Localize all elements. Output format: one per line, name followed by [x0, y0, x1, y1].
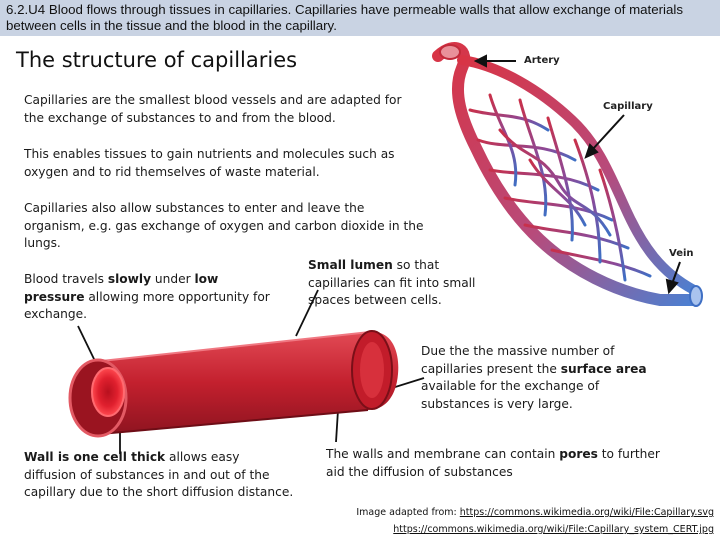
source-link-2[interactable]: https://commons.wikimedia.org/wiki/File:… — [393, 524, 714, 535]
small-lumen-note: Small lumen so that capillaries can fit … — [308, 258, 476, 307]
nutrients-paragraph: This enables tissues to gain nutrients a… — [24, 147, 395, 179]
source-link-1[interactable]: https://commons.wikimedia.org/wiki/File:… — [459, 507, 714, 518]
vein-label: Vein — [669, 248, 694, 259]
red-blood-cell — [91, 367, 125, 417]
label-arrows — [473, 54, 681, 295]
vein-vessel — [457, 55, 699, 295]
capillary-tube-illustration — [68, 330, 399, 438]
image-source: Image adapted from: https://commons.wiki… — [356, 507, 714, 535]
capillary-label: Capillary — [603, 101, 653, 112]
intro-paragraph: Capillaries are the smallest blood vesse… — [24, 93, 402, 125]
artery-opening — [439, 44, 461, 60]
slide-banner: 6.2.U4 Blood flows through tissues in ca… — [0, 0, 720, 36]
slow-flow-note: Blood travels slowly under low pressure … — [24, 272, 270, 321]
pores-note: The walls and membrane can contain pores… — [326, 447, 660, 479]
artery-label: Artery — [524, 55, 560, 66]
wall-thickness-note: Wall is one cell thick allows easy diffu… — [24, 450, 294, 499]
surface-area-note: Due the the massive number of capillarie… — [421, 344, 647, 411]
page-title: The structure of capillaries — [16, 48, 298, 72]
vein-opening — [689, 285, 703, 307]
gas-exchange-paragraph: Capillaries also allow substances to ent… — [24, 201, 424, 250]
capillary-network — [468, 93, 652, 282]
tube-opening — [68, 358, 128, 438]
